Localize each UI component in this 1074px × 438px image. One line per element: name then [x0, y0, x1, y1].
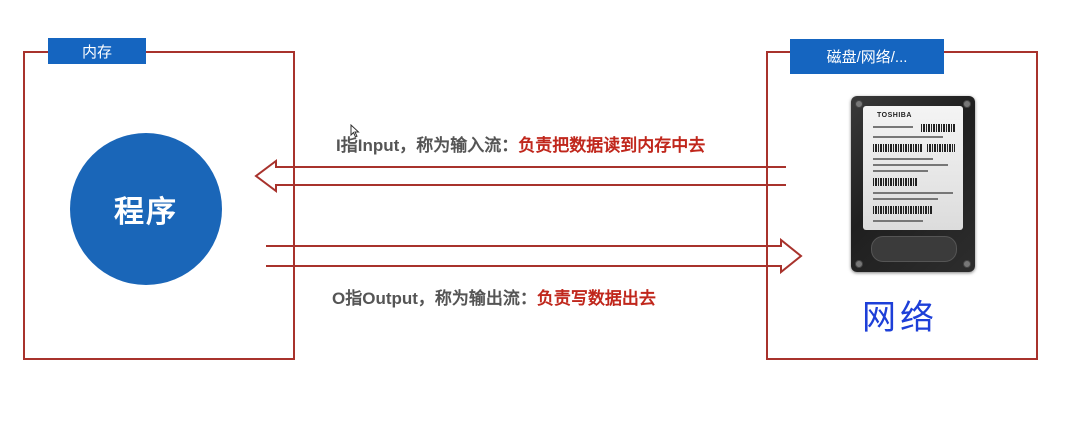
- input-caption: I指Input，称为输入流：负责把数据读到内存中去: [336, 131, 705, 156]
- hard-drive-icon: TOSHIBA: [851, 96, 975, 272]
- program-circle: 程序: [70, 133, 222, 285]
- label-line: [873, 136, 943, 138]
- output-caption-description: 负责写数据出去: [536, 289, 656, 308]
- network-label: 网络: [862, 298, 938, 338]
- label-line: [873, 192, 953, 194]
- input-caption-prefix: I指Input，称为输入流：: [336, 136, 519, 155]
- barcode: [927, 144, 955, 152]
- output-arrow: [266, 237, 803, 275]
- label-line: [873, 126, 913, 128]
- label-line: [873, 198, 938, 200]
- storage-tag: 磁盘/网络/...: [790, 39, 944, 74]
- drive-label: TOSHIBA: [863, 106, 963, 230]
- screw-icon: [963, 100, 971, 108]
- input-caption-description: 负责把数据读到内存中去: [518, 136, 706, 155]
- memory-tag: 内存: [48, 38, 146, 64]
- screw-icon: [963, 260, 971, 268]
- output-caption-prefix: O指Output，称为输出流：: [332, 289, 537, 308]
- drive-connector: [871, 236, 957, 262]
- barcode: [873, 144, 923, 152]
- memory-frame: [23, 51, 295, 360]
- screw-icon: [855, 100, 863, 108]
- label-line: [873, 158, 933, 160]
- barcode: [921, 124, 955, 132]
- mouse-cursor-icon: [350, 123, 360, 141]
- label-line: [873, 164, 948, 166]
- barcode: [873, 178, 917, 186]
- output-caption: O指Output，称为输出流：负责写数据出去: [332, 284, 656, 309]
- screw-icon: [855, 260, 863, 268]
- barcode: [873, 206, 933, 214]
- drive-brand: TOSHIBA: [877, 112, 912, 119]
- input-arrow: [254, 159, 786, 193]
- label-line: [873, 220, 923, 222]
- label-line: [873, 170, 928, 172]
